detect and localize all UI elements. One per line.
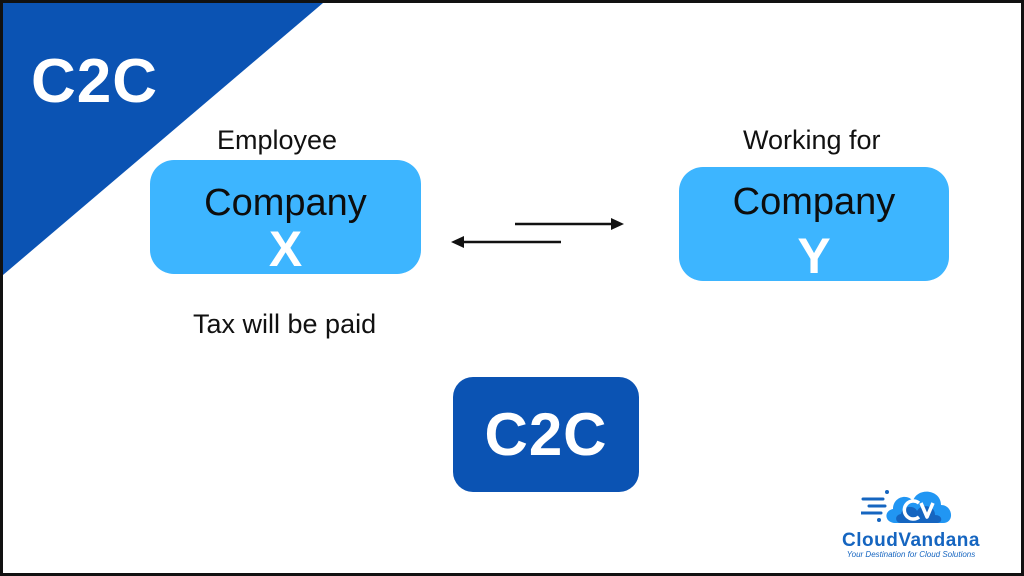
company-x-box: Company X xyxy=(150,160,421,274)
cloudvandana-logo: CloudVandana Your Destination for Cloud … xyxy=(821,481,1001,563)
company-x-letter: X xyxy=(268,221,303,277)
corner-triangle-shape xyxy=(3,3,323,275)
cloud-cv-logo-icon xyxy=(861,490,952,523)
logo-wordmark: CloudVandana xyxy=(821,531,1001,550)
working-for-caption: Working for xyxy=(743,125,881,155)
tax-caption: Tax will be paid xyxy=(193,309,377,339)
logo-name-part2: Vandana xyxy=(898,530,980,551)
logo-tagline: Your Destination for Cloud Solutions xyxy=(846,550,976,559)
company-x-name: Company xyxy=(204,182,367,224)
company-y-name: Company xyxy=(732,181,896,223)
corner-title: C2C xyxy=(31,47,159,116)
company-y-letter: Y xyxy=(797,228,831,284)
employee-caption: Employee xyxy=(217,125,338,155)
bidirectional-arrows-icon xyxy=(451,218,624,248)
logo-name-part1: Cloud xyxy=(842,530,899,551)
company-y-box: Company Y xyxy=(679,167,949,281)
c2c-badge-text: C2C xyxy=(484,400,608,468)
c2c-badge: C2C xyxy=(453,377,639,492)
